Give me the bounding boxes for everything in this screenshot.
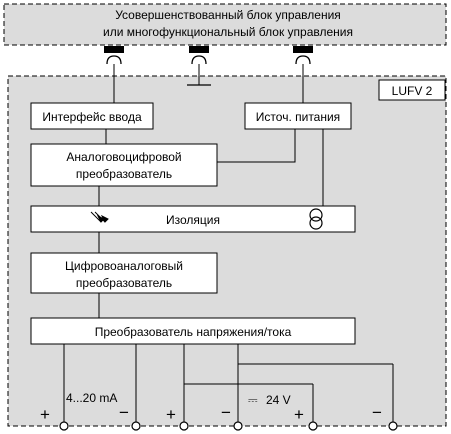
power-source-block bbox=[244, 102, 352, 130]
terminal-1-sign: + bbox=[40, 405, 50, 424]
adc-block bbox=[30, 143, 218, 187]
input-interface-block bbox=[30, 102, 154, 130]
dac-label-line1: Цифровоаналоговый bbox=[65, 259, 183, 273]
current-output-label: 4...20 mA bbox=[66, 391, 117, 405]
ground-icon bbox=[187, 64, 211, 86]
dac-block bbox=[30, 252, 218, 294]
terminal-6-icon bbox=[388, 421, 398, 431]
dac-label-line2: преобразователь bbox=[76, 276, 172, 290]
terminal-3-icon bbox=[179, 421, 189, 431]
terminal-2-icon bbox=[131, 421, 141, 431]
terminal-4-icon bbox=[233, 421, 243, 431]
module-label: LUFV 2 bbox=[392, 84, 433, 98]
module-label-box bbox=[378, 79, 446, 101]
jack-3-icon bbox=[293, 46, 313, 53]
terminal-3-sign: + bbox=[166, 405, 176, 424]
vi-converter-label: Преобразователь напряжения/тока bbox=[95, 325, 292, 339]
vi-converter-block bbox=[30, 317, 356, 345]
terminal-2-sign: − bbox=[119, 403, 129, 422]
isolation-block bbox=[30, 205, 356, 233]
controller-title-line2: или многофункциональный блок управления bbox=[103, 25, 353, 39]
controller-box bbox=[3, 3, 447, 46]
isolated-supply-icon bbox=[309, 208, 323, 230]
terminal-6-sign: − bbox=[372, 403, 382, 422]
terminal-1-icon bbox=[59, 421, 69, 431]
adc-label-line1: Аналоговоцифровой bbox=[66, 150, 181, 164]
jack-2-icon bbox=[189, 46, 209, 53]
voltage-output-label: 24 V bbox=[266, 393, 291, 407]
dc-symbol: ⎓ bbox=[248, 393, 258, 407]
module-panel bbox=[7, 75, 447, 427]
connector-jacks bbox=[104, 46, 313, 65]
jack-1-icon bbox=[104, 46, 124, 53]
wires bbox=[63, 64, 394, 422]
optocoupler-icon bbox=[90, 211, 109, 223]
isolation-label: Изоляция bbox=[166, 213, 220, 227]
power-source-label: Источ. питания bbox=[256, 110, 340, 124]
controller-title-line1: Усовершенствованный блок управления bbox=[115, 8, 341, 22]
terminal-5-sign: + bbox=[294, 405, 304, 424]
terminal-4-sign: − bbox=[221, 403, 231, 422]
input-interface-label: Интерфейс ввода bbox=[42, 110, 142, 124]
adc-label-line2: преобразователь bbox=[76, 167, 172, 181]
terminals bbox=[59, 421, 398, 431]
terminal-5-icon bbox=[308, 421, 318, 431]
